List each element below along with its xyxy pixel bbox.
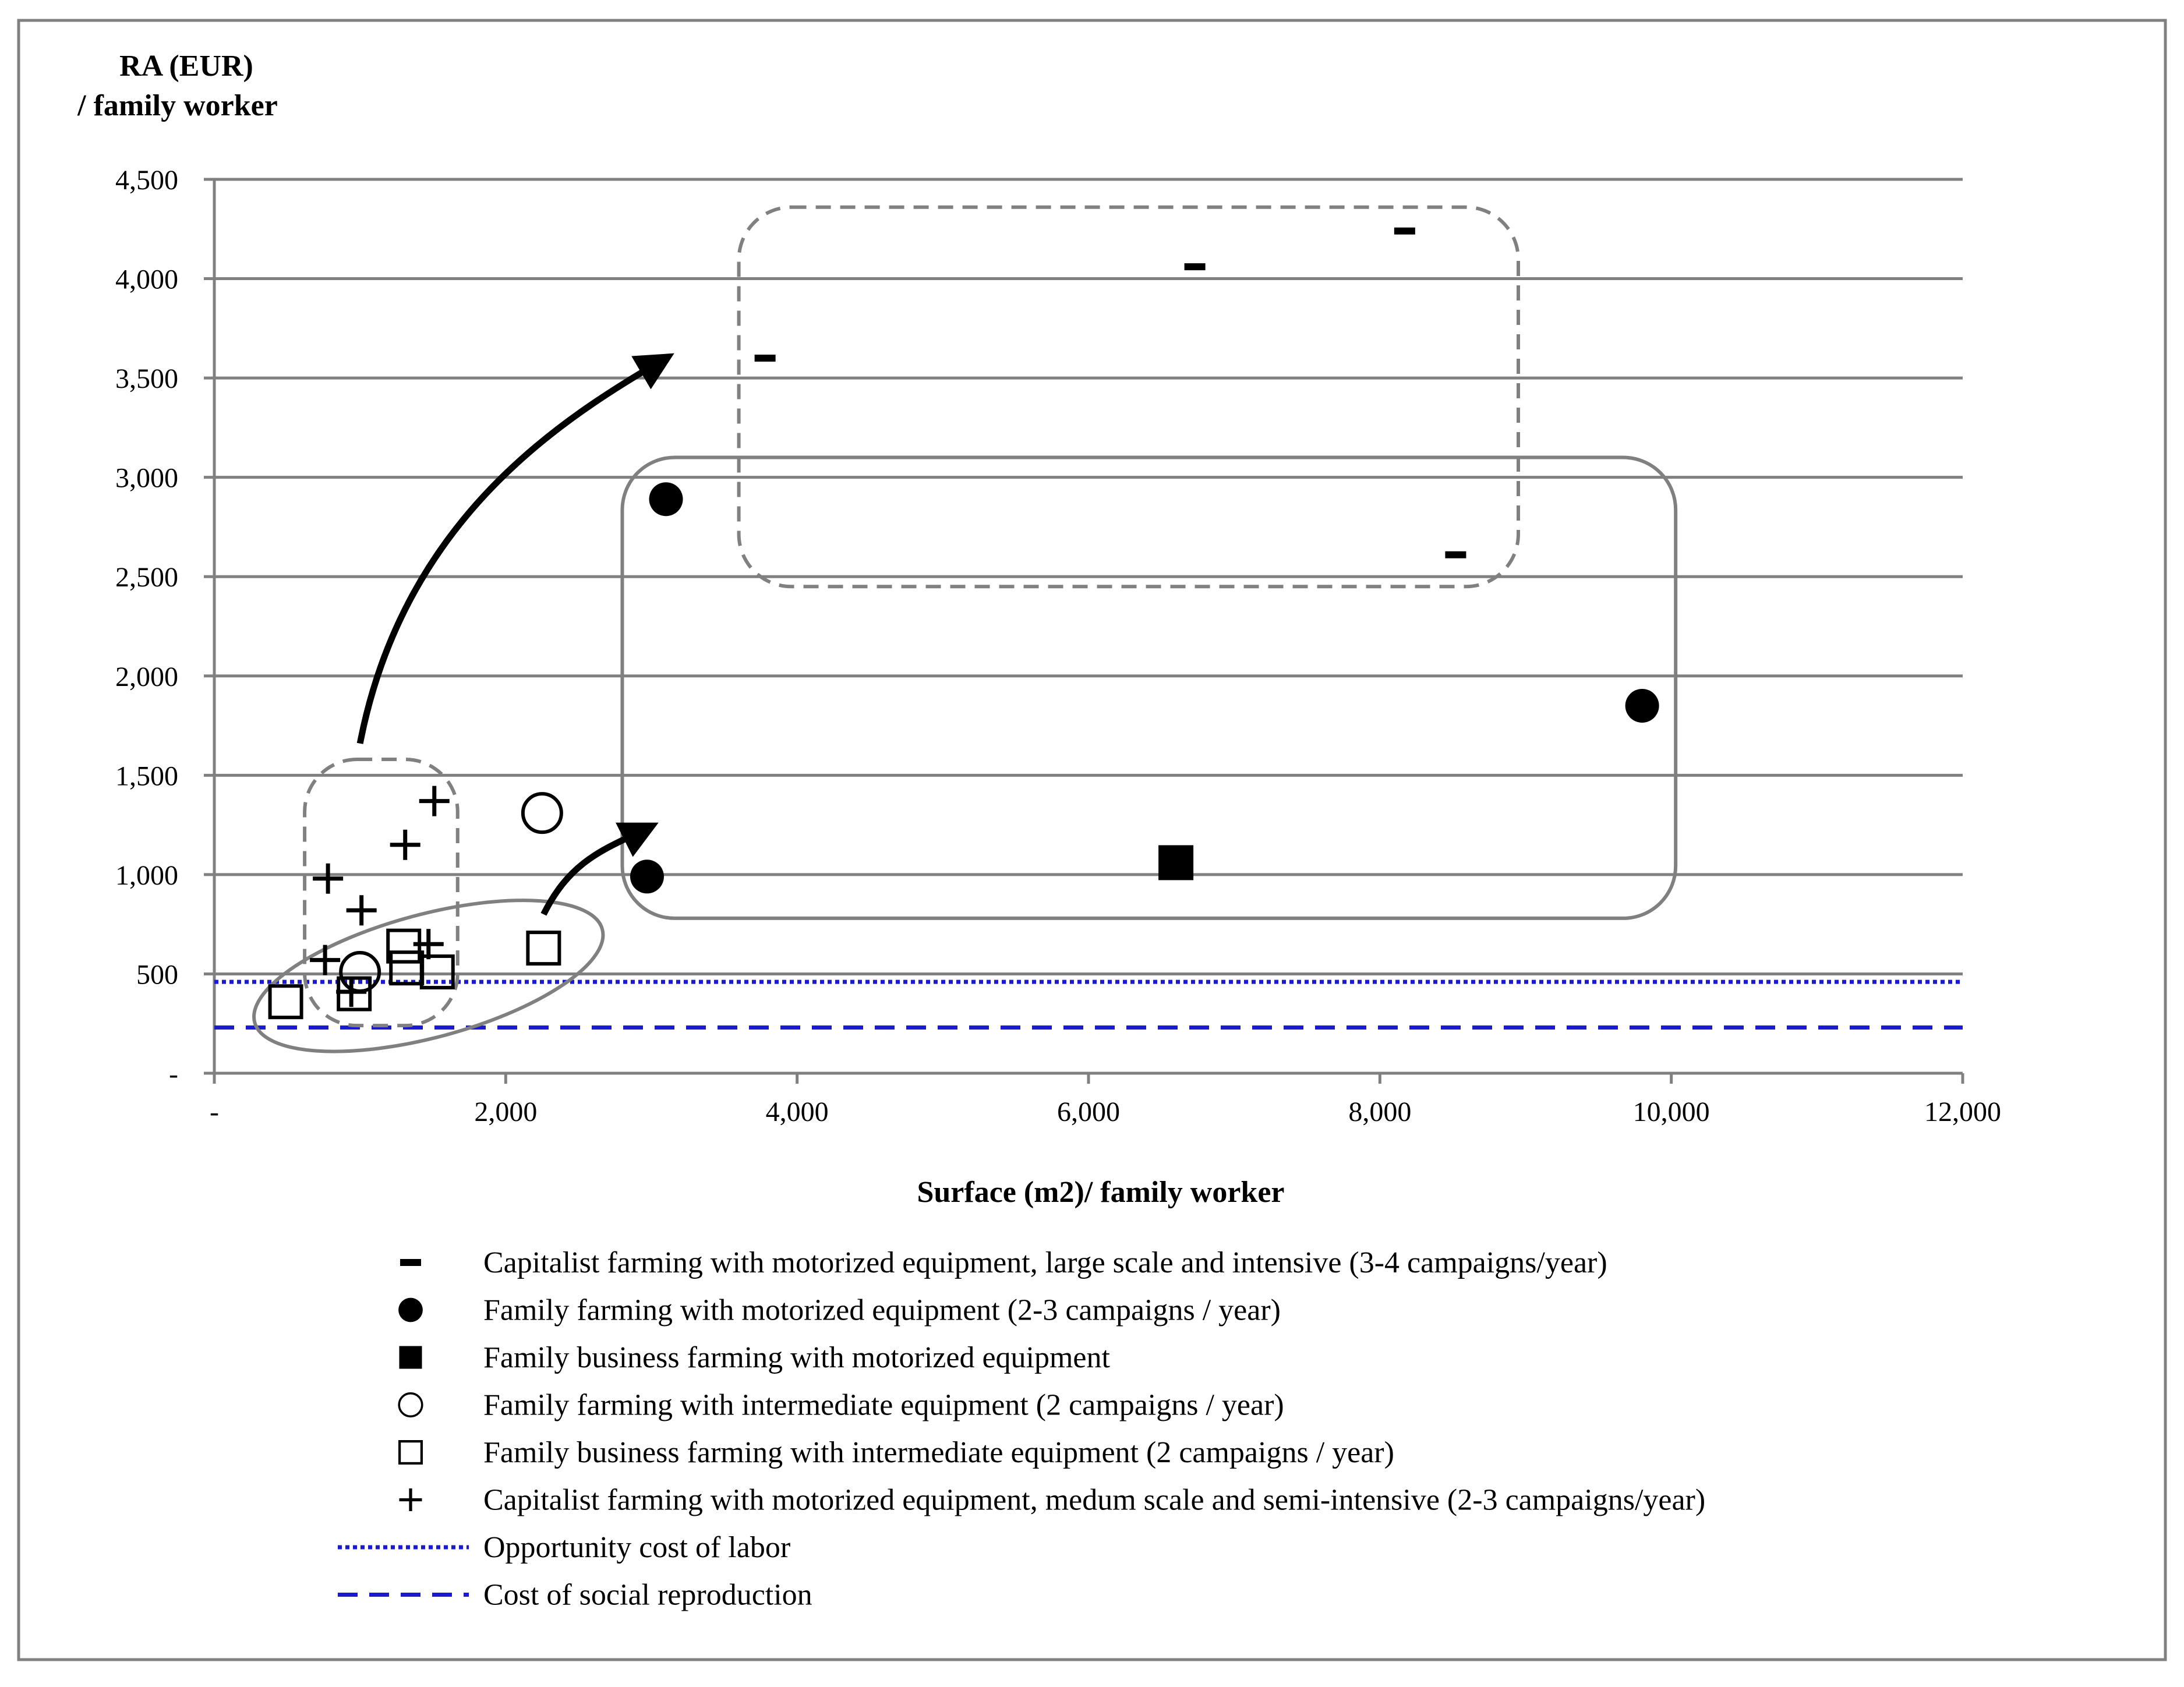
legend-label: Family business farming with intermediat… bbox=[483, 1436, 1394, 1469]
y-tick-label: 4,500 bbox=[115, 165, 178, 196]
reference-lines bbox=[214, 979, 1963, 1030]
y-tick-label: - bbox=[169, 1059, 178, 1090]
outer-frame bbox=[17, 19, 2167, 1661]
data-point bbox=[630, 860, 664, 894]
legend-label: Opportunity cost of labor bbox=[483, 1531, 790, 1564]
legend: Capitalist farming with motorized equipm… bbox=[338, 1246, 1705, 1612]
data-point bbox=[313, 863, 344, 894]
legend-marker bbox=[400, 1259, 421, 1266]
x-tick-label: 6,000 bbox=[1057, 1097, 1120, 1127]
legend-swatch bbox=[400, 1259, 421, 1266]
x-axis-title: Surface (m2)/ family worker bbox=[917, 1176, 1284, 1209]
x-tick-label: 8,000 bbox=[1348, 1097, 1411, 1127]
legend-label: Capitalist farming with motorized equipm… bbox=[483, 1246, 1607, 1279]
x-tick-label: 10,000 bbox=[1633, 1097, 1710, 1127]
data-point bbox=[419, 954, 455, 990]
grouping-ellipse bbox=[252, 899, 605, 1053]
y-tick-label: 3,500 bbox=[115, 363, 178, 394]
legend-swatch bbox=[398, 1440, 423, 1465]
data-point bbox=[1394, 227, 1415, 235]
legend-swatch bbox=[398, 1297, 423, 1322]
data-point bbox=[1445, 551, 1466, 558]
legend-swatch bbox=[399, 1488, 422, 1511]
data-point bbox=[336, 977, 367, 1007]
data-points bbox=[268, 227, 1659, 1020]
gridlines bbox=[214, 178, 1963, 975]
data-point bbox=[649, 482, 683, 517]
legend-label: Family farming with motorized equipment … bbox=[483, 1294, 1281, 1327]
x-tick-label: 2,000 bbox=[474, 1097, 537, 1127]
legend-label: Family farming with intermediate equipme… bbox=[483, 1389, 1284, 1422]
data-point bbox=[346, 895, 377, 926]
data-point bbox=[1184, 263, 1206, 271]
data-point bbox=[390, 829, 420, 860]
data-point bbox=[310, 945, 341, 975]
y-tick-label: 4,000 bbox=[115, 264, 178, 295]
legend-swatch bbox=[398, 1392, 423, 1418]
data-point bbox=[754, 355, 776, 362]
x-tick-label: - bbox=[210, 1097, 219, 1127]
axes: - 500 1,000 1,500 2,000 2,500 3,000 3,500 4,000 4… bbox=[115, 165, 2001, 1127]
y-tick-label: 1,500 bbox=[115, 761, 178, 791]
data-point bbox=[521, 792, 563, 834]
legend-marker bbox=[399, 1346, 422, 1369]
data-point bbox=[1625, 688, 1659, 723]
data-point bbox=[419, 786, 450, 816]
y-tick-label: 1,000 bbox=[115, 860, 178, 891]
grouping-box bbox=[737, 205, 1520, 589]
annotations bbox=[252, 205, 1678, 1053]
y-tick-label: 500 bbox=[136, 959, 178, 990]
y-tick-label: 2,500 bbox=[115, 562, 178, 593]
grouping-box bbox=[303, 758, 460, 1028]
legend-label: Family business farming with motorized e… bbox=[483, 1341, 1111, 1374]
legend-marker bbox=[398, 1440, 423, 1465]
arrow bbox=[540, 822, 659, 916]
data-point bbox=[1158, 845, 1194, 880]
y-tick-label: 3,000 bbox=[115, 463, 178, 494]
arrow bbox=[356, 353, 674, 744]
y-axis-title-line2: / family worker bbox=[77, 89, 278, 122]
x-tick-label: 12,000 bbox=[1924, 1097, 2001, 1127]
legend-marker bbox=[399, 1488, 422, 1511]
legend-swatch bbox=[399, 1346, 422, 1369]
y-tick-label: 2,000 bbox=[115, 662, 178, 692]
x-tick-label: 4,000 bbox=[766, 1097, 829, 1127]
legend-label: Capitalist farming with motorized equipm… bbox=[483, 1484, 1705, 1517]
y-axis-title-line1: RA (EUR) bbox=[119, 49, 253, 83]
legend-marker bbox=[398, 1297, 423, 1322]
data-point bbox=[268, 984, 303, 1020]
grouping-box bbox=[620, 455, 1678, 920]
data-point bbox=[413, 929, 444, 960]
data-point bbox=[526, 931, 561, 966]
legend-label: Cost of social reproduction bbox=[483, 1579, 812, 1612]
legend-marker bbox=[398, 1392, 423, 1418]
